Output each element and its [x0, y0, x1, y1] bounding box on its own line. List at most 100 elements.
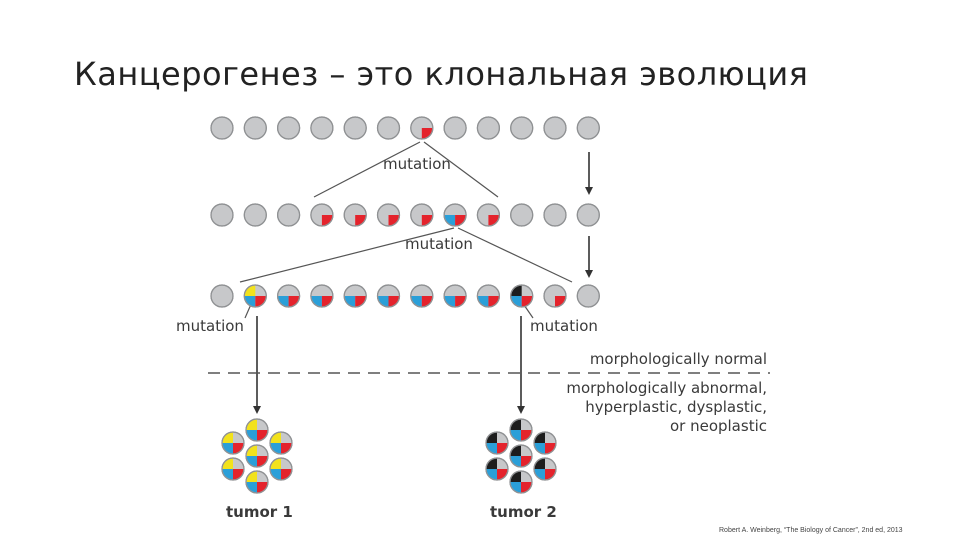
- mutation-marker-R: [422, 296, 432, 306]
- cell-row2-9: [477, 204, 499, 226]
- mutation-marker-B: [345, 296, 355, 306]
- source-credit: Robert A. Weinberg, “The Biology of Canc…: [719, 527, 903, 534]
- mutation-marker-K: [511, 446, 521, 456]
- mutation-marker-K: [535, 459, 545, 469]
- mutation-marker-B: [247, 430, 257, 440]
- mutation-marker-B: [511, 296, 521, 306]
- mutation-marker-R: [488, 296, 498, 306]
- cell-row1-1: [211, 117, 233, 139]
- cell-row1-7: [411, 117, 433, 139]
- mutation-marker-R: [455, 296, 465, 306]
- mutation-marker-Y: [271, 459, 281, 469]
- tumor1-cell-1: [222, 432, 244, 454]
- cell-row1-2: [244, 117, 266, 139]
- mutation-marker-R: [522, 296, 532, 306]
- cell-row2-1: [211, 204, 233, 226]
- cell-row1-10: [511, 117, 533, 139]
- tumor1-cell-4: [246, 445, 268, 467]
- mutation-marker-R: [422, 128, 432, 138]
- mutation-marker-R: [322, 215, 332, 225]
- mutation-marker-B: [247, 482, 257, 492]
- mutation-label-top: mutation: [383, 155, 451, 173]
- mutation-marker-R: [455, 215, 465, 225]
- mutation-marker-B: [478, 296, 488, 306]
- tumor1-cell-7: [246, 471, 268, 493]
- mutation-marker-K: [535, 433, 545, 443]
- mutation-marker-B: [445, 215, 455, 225]
- mutation-marker-B: [278, 296, 288, 306]
- cell-row3-6: [378, 285, 400, 307]
- tumor2-cell-3: [534, 432, 556, 454]
- tumor2-cell-5: [486, 458, 508, 480]
- mutation-marker-R: [281, 443, 291, 453]
- morphologically-normal-label: morphologically normal: [590, 350, 767, 368]
- mutation-marker-B: [271, 469, 281, 479]
- mutation-marker-Y: [247, 446, 257, 456]
- mutation-marker-R: [488, 215, 498, 225]
- mutation-marker-Y: [223, 459, 233, 469]
- mutation-marker-R: [422, 215, 432, 225]
- mutation-marker-B: [312, 296, 322, 306]
- tumor1-cell-5: [222, 458, 244, 480]
- abnormal-label-line3: or neoplastic: [670, 417, 767, 435]
- mutation-marker-B: [487, 469, 497, 479]
- mutation-marker-B: [245, 296, 255, 306]
- cell-row2-5: [344, 204, 366, 226]
- mutation-marker-B: [511, 482, 521, 492]
- mutation-marker-Y: [247, 472, 257, 482]
- mutation-marker-R: [521, 430, 531, 440]
- mutation-marker-R: [255, 296, 265, 306]
- mutation-marker-R: [233, 469, 243, 479]
- mutation-marker-Y: [223, 433, 233, 443]
- tumor2-label: tumor 2: [490, 503, 557, 521]
- tumor1-cell-6: [270, 458, 292, 480]
- mutation-marker-B: [247, 456, 257, 466]
- mutation-marker-B: [271, 443, 281, 453]
- mutation-marker-R: [521, 482, 531, 492]
- tumor2-cell-1: [486, 432, 508, 454]
- mutation-marker-R: [355, 215, 365, 225]
- mutation-marker-B: [223, 469, 233, 479]
- mutation-marker-R: [389, 215, 399, 225]
- mutation-marker-B: [487, 443, 497, 453]
- tumor2-cell-4: [510, 445, 532, 467]
- mutation-marker-K: [511, 472, 521, 482]
- mutation-marker-R: [555, 296, 565, 306]
- cell-row2-11: [544, 204, 566, 226]
- cell-row1-12: [577, 117, 599, 139]
- mutation-marker-B: [223, 443, 233, 453]
- tumor2-cell-2: [510, 419, 532, 441]
- cell-row2-2: [244, 204, 266, 226]
- mutation-marker-R: [257, 430, 267, 440]
- cell-row1-6: [378, 117, 400, 139]
- mutation-marker-Y: [247, 420, 257, 430]
- mutation-marker-R: [521, 456, 531, 466]
- cell-row1-9: [477, 117, 499, 139]
- tumor1-cell-2: [246, 419, 268, 441]
- cell-row1-5: [344, 117, 366, 139]
- cell-row3-8: [444, 285, 466, 307]
- tumor2-cell-6: [534, 458, 556, 480]
- mutation-marker-R: [257, 482, 267, 492]
- mutation-marker-K: [511, 286, 521, 296]
- cell-row3-12: [577, 285, 599, 307]
- cell-row2-10: [511, 204, 533, 226]
- mutation-marker-R: [322, 296, 332, 306]
- cell-row3-5: [344, 285, 366, 307]
- tumor2-cell-7: [510, 471, 532, 493]
- mutation-marker-R: [545, 469, 555, 479]
- cell-row2-3: [278, 204, 300, 226]
- mutation-marker-Y: [271, 433, 281, 443]
- cell-row3-7: [411, 285, 433, 307]
- cell-row1-8: [444, 117, 466, 139]
- mutation-marker-B: [411, 296, 421, 306]
- cell-row3-1: [211, 285, 233, 307]
- cell-row1-3: [278, 117, 300, 139]
- cell-row2-4: [311, 204, 333, 226]
- cell-row3-11: [544, 285, 566, 307]
- mutation-marker-R: [257, 456, 267, 466]
- cell-row3-4: [311, 285, 333, 307]
- cell-row3-2: [244, 285, 266, 307]
- mutation-marker-K: [487, 459, 497, 469]
